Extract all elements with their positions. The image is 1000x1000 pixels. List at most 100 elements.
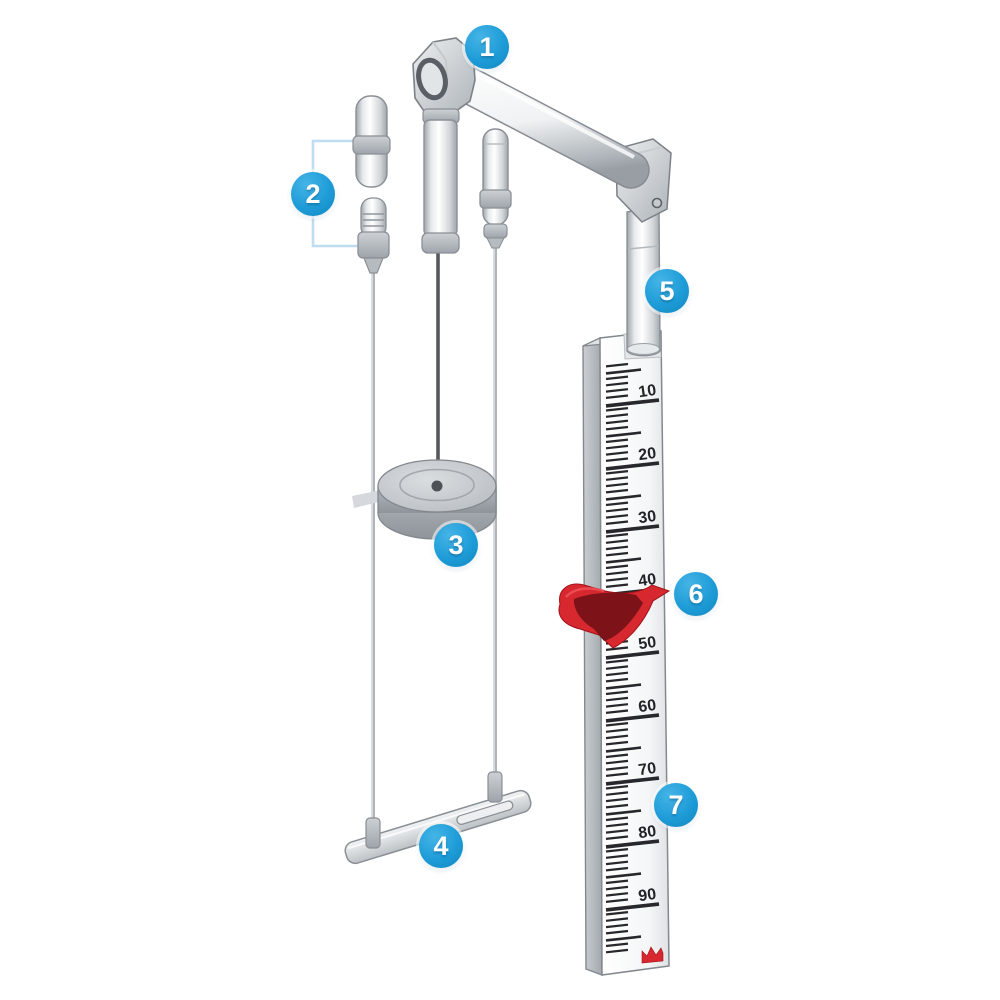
scale-tick xyxy=(605,860,629,866)
callout-4: 4 xyxy=(419,824,463,868)
scale-tick xyxy=(605,942,629,948)
scale-tick xyxy=(605,785,629,790)
scale-tick xyxy=(605,776,660,786)
scale-label: 20 xyxy=(637,445,657,464)
callout-6: 6 xyxy=(674,572,718,616)
scale-tick xyxy=(605,935,642,942)
scale-tick xyxy=(605,570,629,576)
scale-tick xyxy=(605,551,629,557)
guide-wire-left xyxy=(371,270,375,826)
scale-tick xyxy=(605,948,629,954)
scale-tick xyxy=(605,746,642,753)
scale-tick xyxy=(605,488,629,494)
scale-tick xyxy=(605,892,629,897)
scale-tick xyxy=(605,413,629,418)
scale-tick xyxy=(605,740,629,746)
scale-tick xyxy=(605,879,629,885)
clamp-bore-hole xyxy=(416,57,448,101)
scale-tick xyxy=(605,866,629,872)
scale-tick xyxy=(605,476,629,481)
scale-tick xyxy=(605,407,629,412)
scale-tick xyxy=(605,520,629,525)
scale-tick xyxy=(605,848,629,853)
brand-logo-mark xyxy=(641,946,664,964)
scale-tick xyxy=(605,577,629,582)
scale-tick xyxy=(605,438,629,444)
scale-label: 50 xyxy=(637,634,657,653)
scale-tick xyxy=(605,362,629,368)
scale-tick xyxy=(605,470,629,475)
marker-clip xyxy=(558,583,671,649)
scale-tick xyxy=(605,494,642,501)
float-disc xyxy=(377,459,497,540)
scale-tick xyxy=(605,381,629,387)
scale-tick xyxy=(605,368,642,375)
scale-tick xyxy=(605,431,642,438)
scale-label: 10 xyxy=(637,382,657,401)
scale-tick xyxy=(605,482,629,488)
scale-tick xyxy=(605,677,629,683)
scale-tick xyxy=(605,398,660,408)
scale-tick xyxy=(605,923,629,929)
scale-tick xyxy=(605,728,629,733)
scale-label: 90 xyxy=(637,886,657,905)
support-tube xyxy=(626,206,662,357)
scale-tick xyxy=(605,461,660,471)
scale-label: 80 xyxy=(637,823,657,842)
scale-tick xyxy=(605,650,660,660)
scale-tick xyxy=(605,425,629,431)
scale-tick xyxy=(605,375,629,381)
scale-tick xyxy=(605,533,629,538)
scale-ticks xyxy=(605,362,660,954)
scale-tick xyxy=(605,797,629,803)
scale-tick xyxy=(605,722,629,727)
probe-lower xyxy=(357,197,390,274)
scale-tick xyxy=(605,829,629,834)
scale-tick xyxy=(605,388,629,393)
scale-tick xyxy=(605,524,660,534)
scale-tick xyxy=(605,583,629,588)
scale-tick xyxy=(605,419,629,425)
callout-2: 2 xyxy=(291,172,335,216)
scale-tick xyxy=(605,929,629,935)
sensor-tube xyxy=(421,119,460,254)
wire-ferrule-right xyxy=(487,771,503,803)
scale-tick xyxy=(605,917,629,922)
scale-tick xyxy=(605,564,629,570)
callout-5: 5 xyxy=(645,269,689,313)
scale-tick xyxy=(605,902,660,912)
scale-tick xyxy=(605,803,629,809)
scale-tick xyxy=(605,759,629,765)
scale-tick xyxy=(605,659,629,664)
scale-tick xyxy=(605,809,642,816)
callout-7: 7 xyxy=(654,783,698,827)
scale-tick xyxy=(605,696,629,702)
scale-side-face xyxy=(582,336,603,977)
scale-tick xyxy=(605,539,629,544)
callout-1: 1 xyxy=(465,25,509,69)
scale-tick xyxy=(605,703,629,708)
scale-tick xyxy=(605,772,629,777)
scale-label: 60 xyxy=(637,697,657,716)
probe-upper xyxy=(352,95,391,188)
scale-tick xyxy=(605,816,629,822)
scale-tick xyxy=(605,709,629,714)
scale-tick xyxy=(605,665,629,670)
elbow-screw-bottom xyxy=(651,197,663,209)
scale-tick xyxy=(605,911,629,916)
callout-3: 3 xyxy=(434,523,478,567)
scale-tick xyxy=(605,507,629,513)
scale-tick xyxy=(605,885,629,891)
scale-tick xyxy=(605,514,629,519)
scale-tick xyxy=(605,557,642,564)
scale-tick xyxy=(605,646,629,651)
bracket-slot xyxy=(456,800,514,825)
scale-tick xyxy=(605,766,629,771)
scale-tick xyxy=(605,394,629,399)
scale-tick xyxy=(605,835,629,840)
scale-tick xyxy=(605,545,629,551)
